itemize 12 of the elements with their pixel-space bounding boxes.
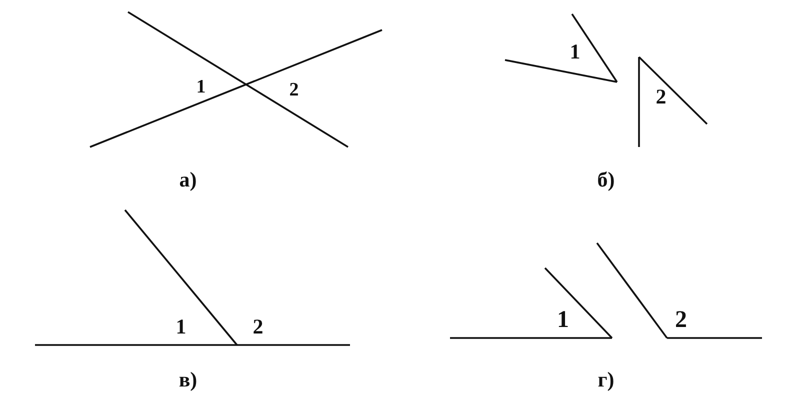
angle-number: 1 bbox=[196, 78, 206, 96]
angle-number: 1 bbox=[570, 42, 580, 62]
angle-number: 2 bbox=[289, 80, 299, 100]
panel-label: б) bbox=[597, 170, 615, 190]
panel-label: в) bbox=[178, 370, 198, 390]
angle-number: 1 bbox=[557, 308, 569, 332]
angle-number: 2 bbox=[675, 308, 687, 332]
angle-number: 1 bbox=[176, 316, 186, 338]
angle-number: 2 bbox=[656, 86, 666, 108]
panel-label: г) bbox=[598, 370, 614, 390]
angle-number: 2 bbox=[252, 316, 264, 338]
panel-label: а) bbox=[179, 170, 197, 190]
